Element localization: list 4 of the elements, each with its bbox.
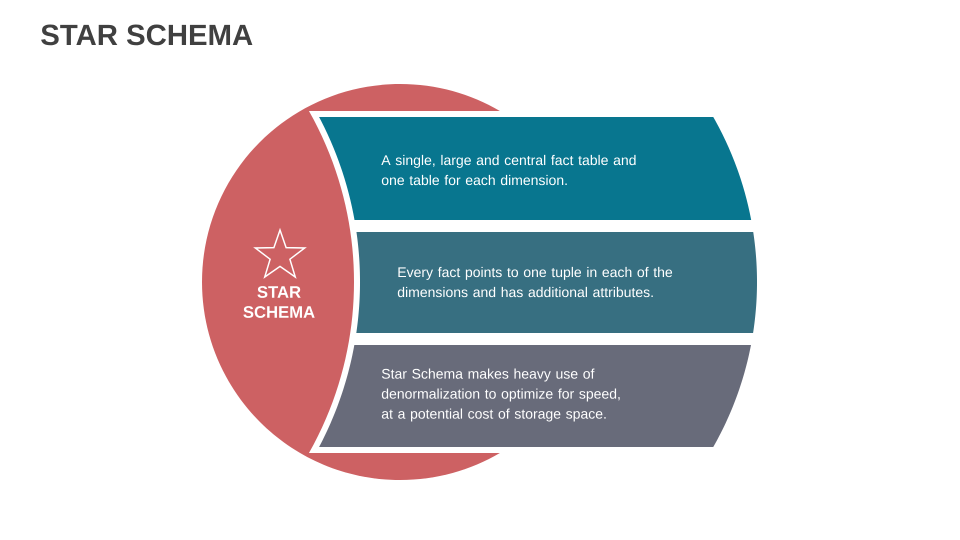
text-panel: A single, large and central fact table and one table for each dimension.	[319, 117, 752, 220]
text-panel: Every fact points to one tuple in each of the dimensions and has additional attributes.	[356, 232, 757, 333]
text-panel: Star Schema makes heavy use of denormalization to optimize for speed, at a potential cost of storage space.	[319, 345, 751, 447]
title: STAR SCHEMA	[41, 24, 252, 46]
